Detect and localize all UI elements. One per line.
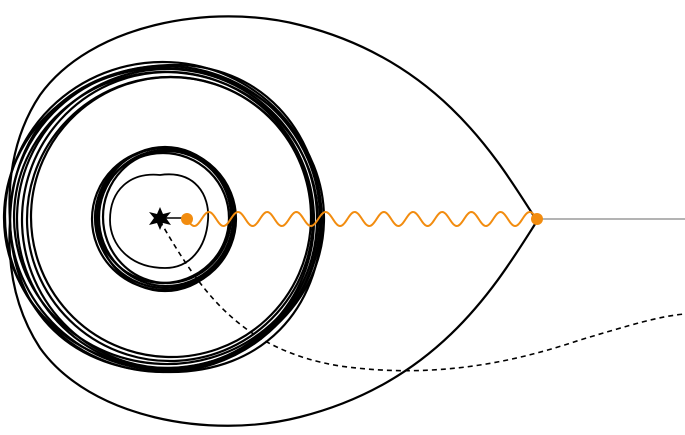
large-orbit-ring <box>12 70 320 366</box>
large-orbit-ring <box>2 66 326 370</box>
large-orbit-ring <box>29 75 313 359</box>
inner-marker-dot <box>181 213 193 225</box>
small-orbit-bundle <box>90 145 238 293</box>
outer-marker-dot <box>531 213 543 225</box>
wavy-signal-line <box>186 210 538 228</box>
inner-loop-orbit <box>109 173 209 269</box>
large-orbit-bundle <box>2 60 326 374</box>
dashed-trajectory <box>159 220 685 372</box>
large-orbit-ring <box>8 63 324 374</box>
small-orbit-ring <box>95 151 231 285</box>
outer-teardrop-orbit <box>8 15 539 427</box>
star-icon <box>149 207 171 230</box>
